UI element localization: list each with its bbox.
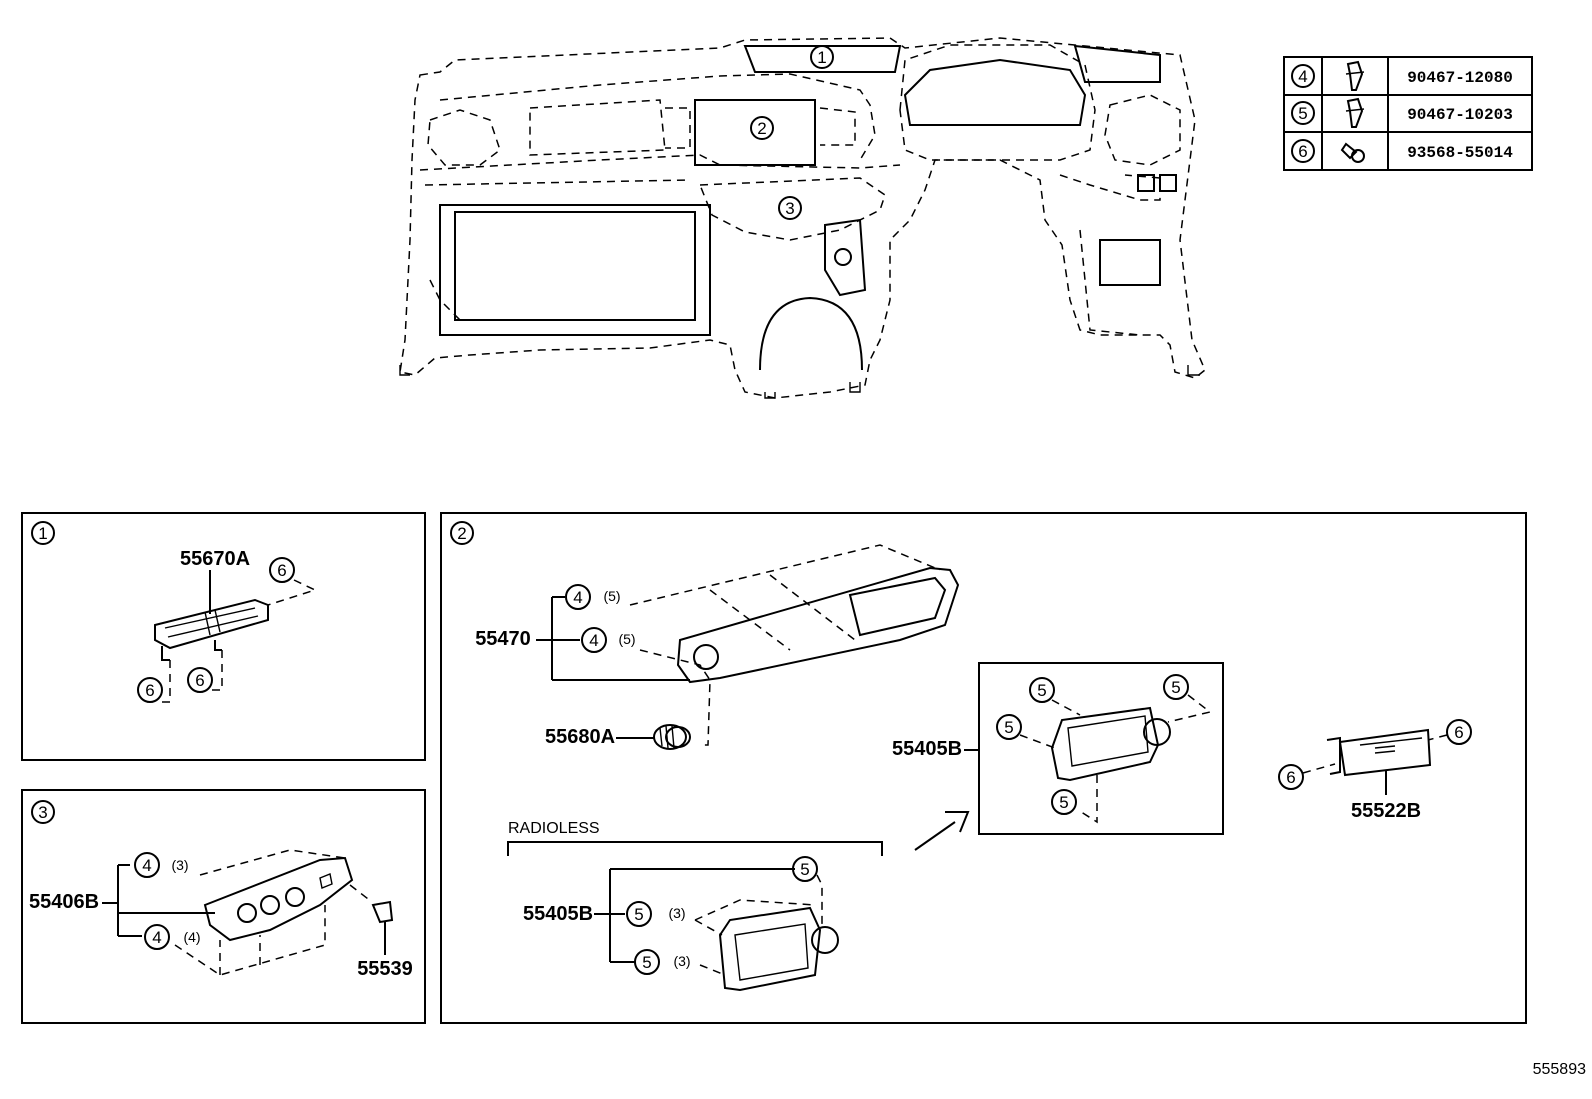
svg-text:5: 5 — [1004, 718, 1013, 737]
svg-text:(3): (3) — [668, 905, 685, 921]
radio-bezel — [1050, 706, 1171, 782]
screw-icon — [1340, 142, 1365, 163]
svg-text:4: 4 — [589, 631, 598, 650]
knob — [653, 724, 691, 750]
svg-text:4: 4 — [573, 588, 582, 607]
svg-text:2: 2 — [757, 119, 766, 138]
part-number-55670A: 55670A — [180, 548, 250, 570]
svg-text:4: 4 — [1298, 67, 1307, 86]
ref-6-switch-left: 6 — [1278, 764, 1304, 790]
ref-6-right: 6 — [187, 667, 213, 693]
diagram-code: 555893 — [1533, 1061, 1586, 1078]
fastener-row-4: 4 90467-12080 — [1291, 60, 1513, 91]
ref-6-switch-right: 6 — [1446, 719, 1472, 745]
svg-text:6: 6 — [1454, 723, 1463, 742]
part-number-55405B-radioless: 55405B — [523, 903, 593, 925]
fastener-table: 4 90467-12080 5 90467-10203 6 93568-55 — [1283, 56, 1533, 171]
part-number-55470: 55470 — [475, 628, 531, 650]
part-number-55406B: 55406B — [29, 891, 99, 913]
center-bezel — [676, 566, 960, 684]
ref-4-upper: 4 (3) — [134, 852, 189, 878]
svg-text:2: 2 — [457, 524, 466, 543]
radioless-bezel — [718, 906, 839, 992]
fastener-row-5: 5 90467-10203 — [1291, 97, 1513, 128]
svg-text:(3): (3) — [673, 953, 690, 969]
ref-5-radioless-mid: 5 (3) — [626, 901, 686, 927]
svg-text:5: 5 — [642, 953, 651, 972]
ref-4-bezel-upper: 4 (5) — [565, 584, 621, 610]
svg-text:6: 6 — [195, 671, 204, 690]
clip-icon — [1345, 97, 1365, 128]
ref-4-bezel-lower: 4 (5) — [581, 627, 636, 653]
svg-text:(5): (5) — [618, 631, 635, 647]
fastener-row-6: 6 93568-55014 — [1291, 139, 1513, 163]
svg-text:6: 6 — [277, 561, 286, 580]
svg-text:(5): (5) — [603, 588, 620, 604]
clip-icon — [1345, 60, 1365, 91]
svg-text:1: 1 — [817, 48, 826, 67]
svg-text:90467-12080: 90467-12080 — [1407, 69, 1513, 87]
ref-4-lower: 4 (4) — [144, 924, 201, 950]
svg-text:4: 4 — [142, 856, 151, 875]
svg-text:90467-10203: 90467-10203 — [1407, 106, 1513, 124]
part-number-55680A: 55680A — [545, 726, 615, 748]
svg-text:3: 3 — [38, 803, 47, 822]
svg-text:4: 4 — [152, 928, 161, 947]
ref-5-radio-d: 5 — [1051, 789, 1077, 815]
svg-text:5: 5 — [800, 860, 809, 879]
ref-6-top: 6 — [269, 557, 295, 583]
switch-panel — [1326, 728, 1432, 795]
panel-1: 1 55670A 6 6 6 — [21, 512, 426, 761]
ref-6-left: 6 — [137, 677, 163, 703]
dashboard-overview — [399, 37, 1206, 399]
overview-callout-2: 2 — [750, 116, 774, 140]
ref-5-radioless-top: 5 — [792, 856, 818, 882]
overview-callout-1: 1 — [810, 45, 834, 69]
radio-subbox: 55405B 5 5 5 — [892, 662, 1224, 835]
svg-text:6: 6 — [145, 681, 154, 700]
svg-text:5: 5 — [1171, 678, 1180, 697]
part-number-55405B: 55405B — [892, 738, 962, 760]
ref-5-radio-a: 5 — [1029, 677, 1055, 703]
part-number-55522B: 55522B — [1351, 800, 1421, 822]
svg-text:93568-55014: 93568-55014 — [1407, 144, 1513, 162]
svg-text:3: 3 — [785, 199, 794, 218]
ref-5-radioless-low: 5 (3) — [634, 949, 691, 975]
ref-5-radio-c: 5 — [996, 714, 1022, 740]
svg-text:5: 5 — [1037, 681, 1046, 700]
overview-callout-3: 3 — [778, 196, 802, 220]
cluster-trim — [203, 856, 354, 942]
svg-text:1: 1 — [38, 524, 47, 543]
svg-text:6: 6 — [1286, 768, 1295, 787]
clip-55539 — [371, 900, 394, 955]
vent-assembly — [154, 598, 269, 661]
svg-text:5: 5 — [1298, 104, 1307, 123]
svg-text:(3): (3) — [171, 857, 188, 873]
svg-text:5: 5 — [1059, 793, 1068, 812]
arrow-icon — [914, 811, 970, 851]
ref-5-radio-b: 5 — [1163, 674, 1189, 700]
svg-text:(4): (4) — [183, 929, 200, 945]
radioless-label: RADIOLESS — [508, 820, 600, 837]
part-number-55539: 55539 — [357, 958, 413, 980]
panel-2: 2 55470 4 (5) 4 (5) 55680A — [440, 512, 1527, 1024]
svg-text:5: 5 — [634, 905, 643, 924]
svg-text:6: 6 — [1298, 142, 1307, 161]
panel-3: 3 55406B 4 (3) 4 (4) — [21, 789, 426, 1024]
